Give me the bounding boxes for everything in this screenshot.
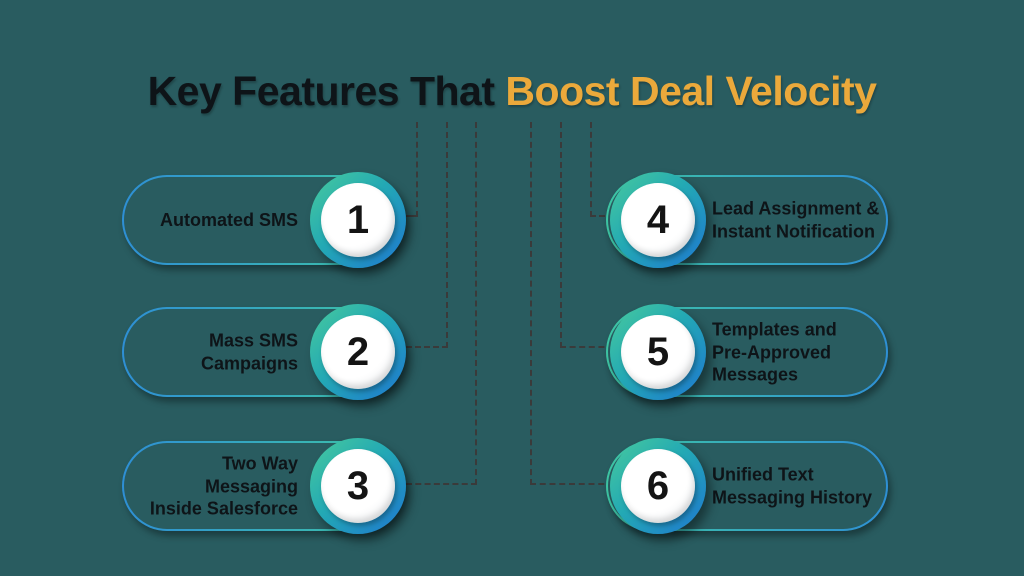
feature-number: 2 — [321, 315, 395, 389]
feature-number-badge: 2 — [310, 304, 406, 400]
connector-line-6 — [530, 122, 614, 485]
connector-line-2 — [406, 122, 448, 348]
title-dark-part: Key Features That — [147, 68, 495, 114]
feature-label: Templates and Pre-Approved Messages — [712, 319, 837, 385]
connector-line-1 — [406, 122, 418, 217]
feature-number-badge: 1 — [310, 172, 406, 268]
feature-number: 1 — [321, 183, 395, 257]
feature-label: Two Way Messaging Inside Salesforce — [149, 453, 298, 519]
feature-number: 5 — [621, 315, 695, 389]
feature-pill-mass-sms-campaigns: Mass SMS Campaigns 2 — [122, 304, 406, 400]
feature-number: 4 — [621, 183, 695, 257]
connector-line-5 — [560, 122, 614, 348]
feature-pill-lead-assignment: Lead Assignment & Instant Notification 4 — [606, 172, 888, 268]
feature-label: Automated SMS — [159, 209, 298, 230]
feature-number-badge: 3 — [310, 438, 406, 534]
feature-number-badge: 4 — [610, 172, 706, 268]
connector-line-4 — [590, 122, 614, 217]
page-title: Key Features That Boost Deal Velocity — [0, 68, 1024, 115]
feature-label: Lead Assignment & Instant Notification — [712, 198, 880, 242]
feature-pill-unified-history: Unified Text Messaging History 6 — [606, 438, 888, 534]
feature-label: Mass SMS Campaigns — [200, 330, 298, 374]
title-accent-part: Boost Deal Velocity — [505, 68, 877, 114]
feature-number-badge: 5 — [610, 304, 706, 400]
feature-pill-automated-sms: Automated SMS 1 — [122, 172, 406, 268]
feature-pill-templates: Templates and Pre-Approved Messages 5 — [606, 304, 888, 400]
feature-number: 6 — [621, 449, 695, 523]
feature-number-badge: 6 — [610, 438, 706, 534]
feature-number: 3 — [321, 449, 395, 523]
feature-label: Unified Text Messaging History — [712, 464, 873, 508]
connector-line-3 — [406, 122, 477, 485]
feature-pill-two-way-messaging: Two Way Messaging Inside Salesforce 3 — [122, 438, 406, 534]
